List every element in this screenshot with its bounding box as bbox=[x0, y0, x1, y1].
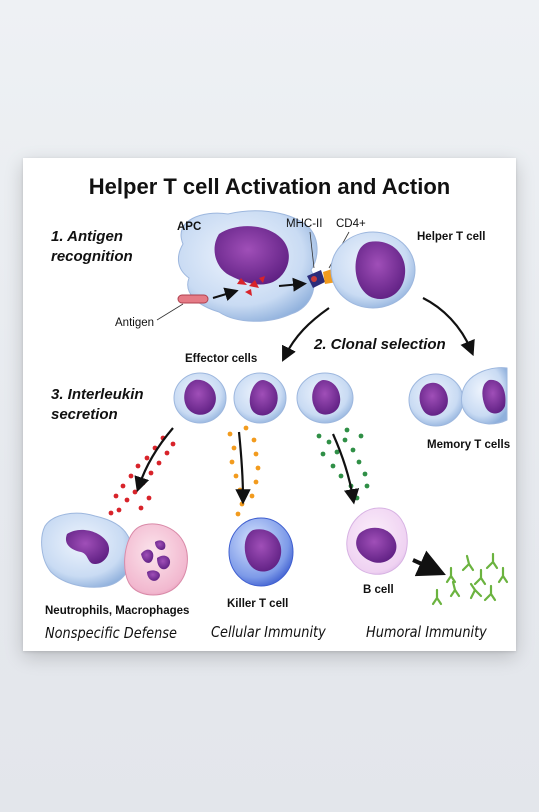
mhc-receptor bbox=[307, 270, 325, 288]
label-effector-cells: Effector cells bbox=[185, 353, 258, 365]
b-cell bbox=[346, 507, 408, 575]
diagram-card: Helper T cell Activation and Action 1. A… bbox=[23, 158, 516, 651]
label-helper-t-cell: Helper T cell bbox=[417, 231, 486, 243]
step-antigen-recognition: 1. Antigen recognition bbox=[51, 228, 133, 265]
arrow-to-antibodies bbox=[412, 550, 446, 577]
interleukin-dots-green bbox=[316, 427, 370, 501]
arrow-to-bcell bbox=[331, 433, 360, 505]
arrow-to-memory bbox=[422, 297, 475, 357]
neutrophil-cell bbox=[41, 512, 133, 588]
diagram-graphics bbox=[41, 210, 509, 606]
memory-cell-2 bbox=[461, 367, 508, 425]
antigen-uptake-arrow bbox=[212, 287, 239, 302]
label-antigen: Antigen bbox=[115, 317, 155, 329]
antibodies bbox=[431, 552, 509, 606]
category-cellular-immunity: Cellular Immunity bbox=[211, 623, 326, 641]
category-humoral-immunity: Humoral Immunity bbox=[366, 623, 487, 641]
step-interleukin-secretion: 3. Interleukin secretion bbox=[51, 386, 144, 423]
macrophage-cell bbox=[124, 523, 188, 596]
category-nonspecific-defense: Nonspecific Defense bbox=[45, 624, 177, 642]
effector-cell-2 bbox=[233, 372, 287, 424]
label-apc: APC bbox=[177, 221, 202, 233]
step-clonal-selection: 2. Clonal selection bbox=[314, 336, 446, 353]
label-mhc: MHC-II bbox=[286, 218, 323, 230]
arrow-to-effector bbox=[282, 307, 330, 362]
page-title: Helper T cell Activation and Action bbox=[88, 174, 451, 199]
killer-t-cell bbox=[228, 517, 294, 587]
memory-cell-1 bbox=[408, 373, 464, 427]
interleukin-dots-orange bbox=[227, 425, 261, 517]
label-memory-t-cells: Memory T cells bbox=[427, 439, 511, 451]
arrow-to-killer bbox=[235, 431, 251, 505]
arrow-to-neutrophils bbox=[134, 427, 174, 493]
effector-cell-1 bbox=[173, 372, 227, 424]
label-b-cell: B cell bbox=[363, 584, 394, 596]
label-killer-t-cell: Killer T cell bbox=[227, 598, 289, 610]
antigen-rod bbox=[177, 294, 209, 304]
presentation-arrow bbox=[278, 277, 307, 292]
label-cd4: CD4+ bbox=[336, 218, 366, 230]
effector-cell-3 bbox=[296, 372, 354, 424]
helper-t-cell bbox=[330, 231, 416, 309]
label-neutrophils-macrophages: Neutrophils, Macrophages bbox=[45, 605, 190, 617]
